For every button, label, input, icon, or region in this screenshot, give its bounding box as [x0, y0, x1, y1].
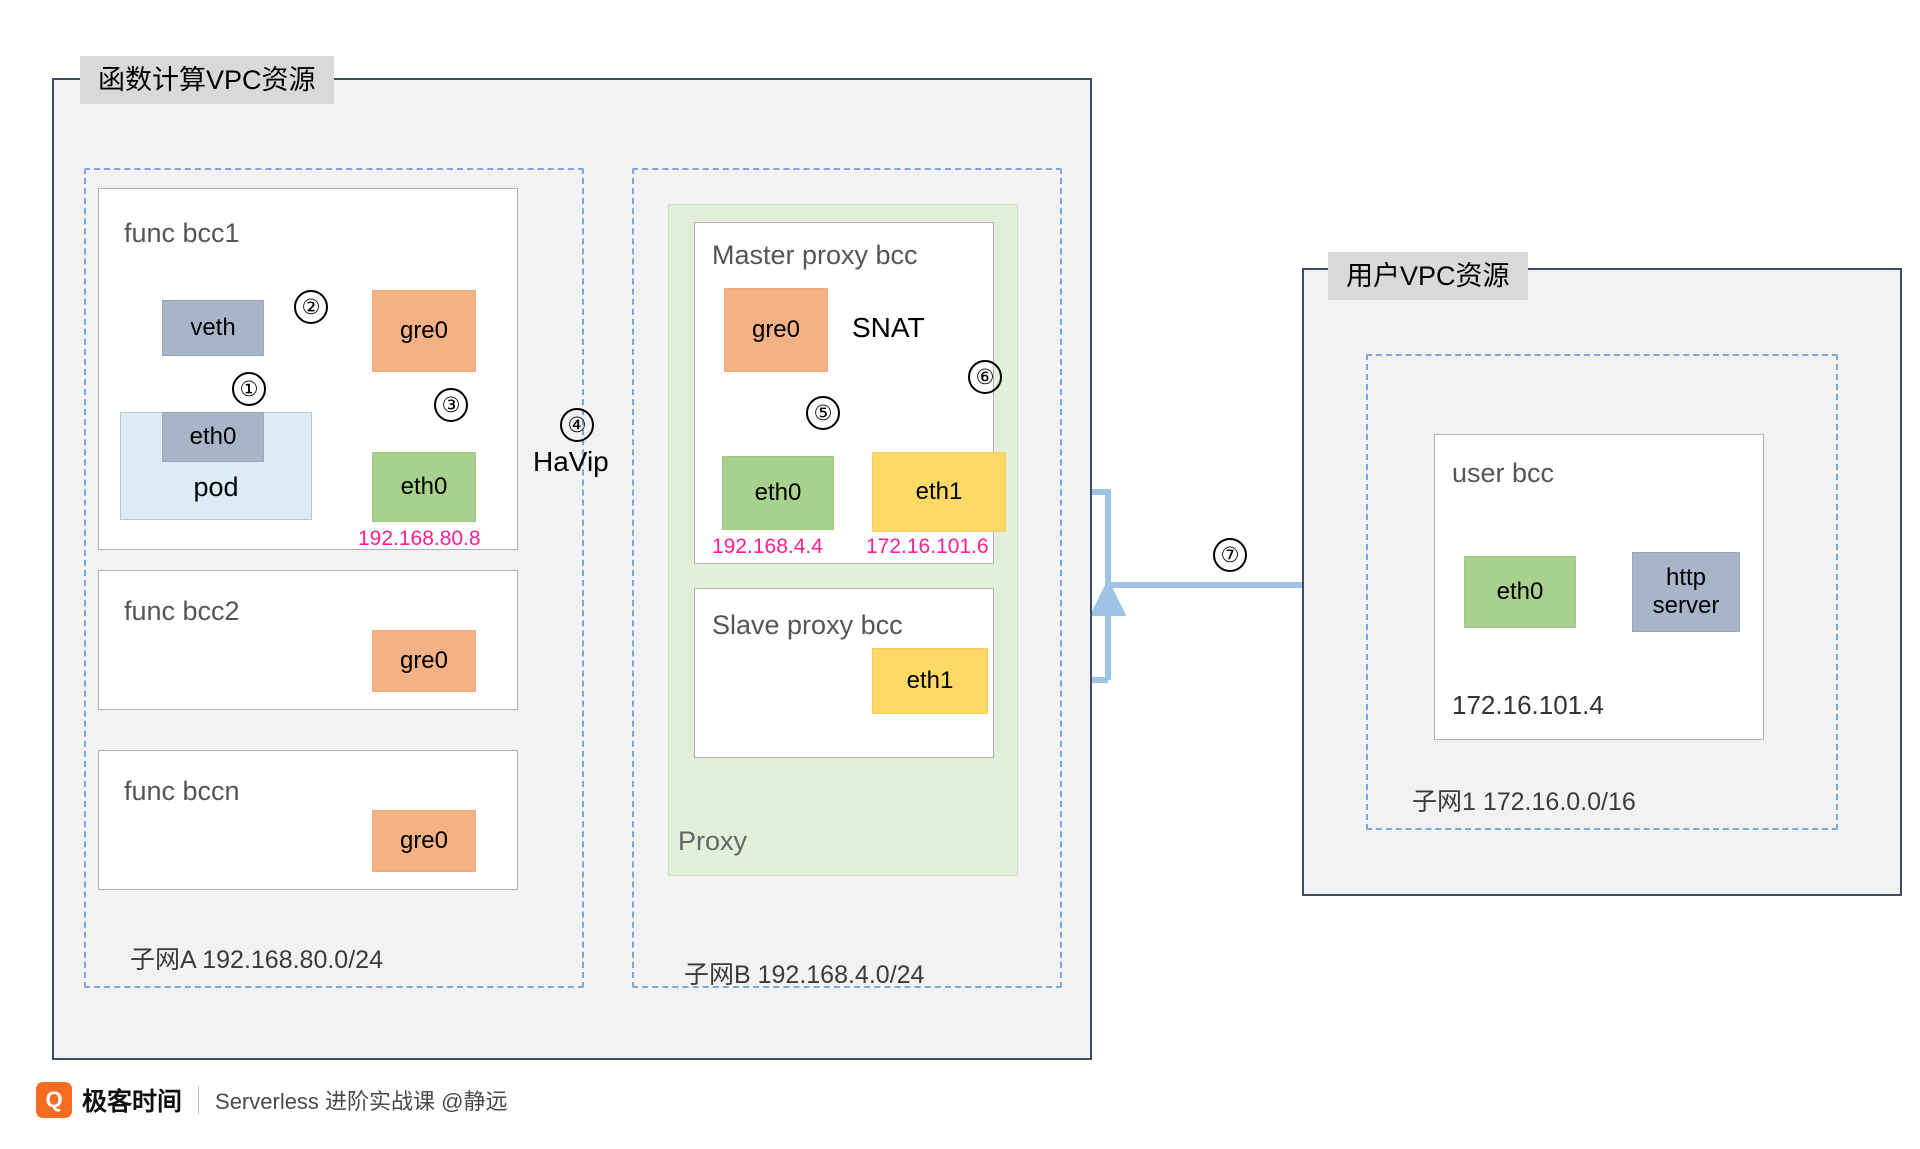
- brand-logo-icon: Q: [36, 1082, 72, 1118]
- fc-vpc-title: 函数计算VPC资源: [80, 56, 334, 104]
- func-bcc2-gre0[interactable]: gre0: [372, 630, 476, 692]
- step-7-badge: ⑦: [1213, 538, 1247, 572]
- func-bccn-gre0[interactable]: gre0: [372, 810, 476, 872]
- subnet-b-label: 子网B 192.168.4.0/24: [684, 961, 925, 989]
- user-bcc-title: user bcc: [1452, 458, 1555, 488]
- master-eth0[interactable]: eth0: [722, 456, 834, 530]
- master-eth0-ip: 192.168.4.4: [712, 535, 823, 558]
- func-bcc1-veth[interactable]: veth: [162, 300, 264, 356]
- func-bcc1-title: func bcc1: [124, 218, 240, 248]
- func-bcc2-title: func bcc2: [124, 596, 240, 626]
- func-bccn-title: func bccn: [124, 776, 240, 806]
- http-server-line-1: http: [1665, 564, 1707, 592]
- proxy-label: Proxy: [678, 826, 748, 856]
- func-bcc1-eth0[interactable]: eth0: [372, 452, 476, 522]
- func-bcc1-eth0-ip: 192.168.80.8: [358, 527, 481, 550]
- footer-divider: [198, 1086, 200, 1114]
- step-5-badge: ⑤: [806, 396, 840, 430]
- user-subnet1-label: 子网1 172.16.0.0/16: [1412, 788, 1636, 816]
- footer: Q 极客时间 Serverless 进阶实战课 @静远: [36, 1082, 508, 1118]
- havip-label: HaVip: [533, 446, 609, 477]
- func-bcc1-gre0[interactable]: gre0: [372, 290, 476, 372]
- func-bcc1-pod-eth0[interactable]: eth0: [162, 412, 264, 462]
- course-name: Serverless 进阶实战课 @静远: [215, 1089, 508, 1114]
- slave-proxy-title: Slave proxy bcc: [712, 610, 903, 640]
- step-3-badge: ③: [434, 388, 468, 422]
- http-server-line-2: server: [1652, 592, 1720, 619]
- func-bcc1-pod-label: pod: [193, 472, 239, 502]
- user-vpc-title: 用户VPC资源: [1328, 252, 1528, 300]
- user-bcc-eth0[interactable]: eth0: [1464, 556, 1576, 628]
- master-eth1-ip: 172.16.101.6: [866, 535, 989, 558]
- master-eth1[interactable]: eth1: [872, 452, 1006, 532]
- brand-name: 极客时间: [82, 1088, 183, 1116]
- master-proxy-title: Master proxy bcc: [712, 240, 918, 270]
- step-1-badge: ①: [232, 372, 266, 406]
- user-bcc-ip: 172.16.101.4: [1452, 690, 1604, 720]
- slave-eth1[interactable]: eth1: [872, 648, 988, 714]
- step-6-badge: ⑥: [968, 360, 1002, 394]
- step-2-badge: ②: [294, 290, 328, 324]
- user-bcc-http-server[interactable]: http server: [1632, 552, 1740, 632]
- subnet-a-label: 子网A 192.168.80.0/24: [130, 946, 383, 974]
- master-gre0[interactable]: gre0: [724, 288, 828, 372]
- step-4-badge: ④: [560, 408, 594, 442]
- snat-label: SNAT: [852, 312, 925, 343]
